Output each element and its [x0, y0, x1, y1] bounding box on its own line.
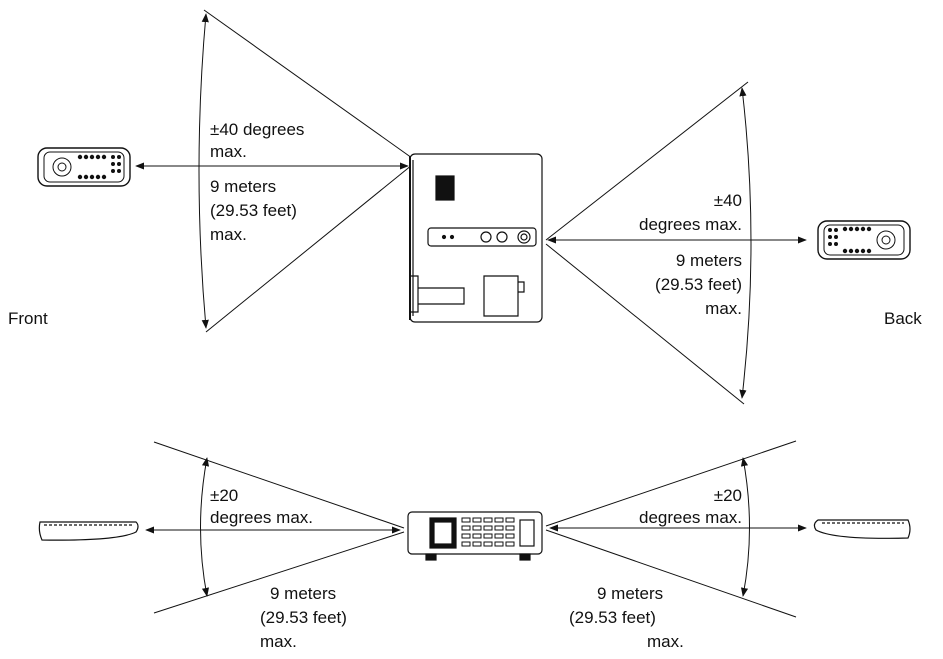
top-front-angle-arc — [198, 13, 209, 329]
top-front-angle-line2: max. — [210, 142, 247, 161]
side-front-angle-line2: degrees max. — [210, 508, 313, 527]
back-label: Back — [884, 309, 922, 328]
side-back-distance-line2: (29.53 feet) — [569, 608, 656, 627]
side-front-distance-line1: 9 meters — [270, 584, 337, 603]
top-front-cone — [203, 9, 413, 333]
top-back-distance-line2: (29.53 feet) — [655, 275, 742, 294]
top-back-angle-line1: ±40 — [713, 191, 742, 210]
side-front-distance-line2: (29.53 feet) — [260, 608, 347, 627]
side-back-distance-line3: max. — [647, 632, 684, 651]
side-front-angle-arc — [200, 457, 210, 597]
top-front-distance-line2: (29.53 feet) — [210, 201, 297, 220]
top-back-distance-line3: max. — [705, 299, 742, 318]
side-front-distance-line3: max. — [260, 632, 297, 651]
projector-top-view — [409, 153, 543, 323]
projector-side-view — [407, 511, 543, 561]
top-front-distance-line3: max. — [210, 225, 247, 244]
side-back-angle-line1: ±20 — [713, 486, 742, 505]
vent-grille — [435, 175, 455, 201]
top-back-distance-line1: 9 meters — [675, 251, 742, 270]
remote-control-front-top — [37, 147, 131, 187]
top-back-angle-line2: degrees max. — [639, 215, 742, 234]
side-back-angle-arc — [740, 457, 750, 597]
remote-control-back-top — [817, 220, 911, 260]
top-front-angle-line1: ±40 degrees — [210, 120, 305, 139]
front-label: Front — [8, 309, 48, 328]
side-back-angle-line2: degrees max. — [639, 508, 742, 527]
side-back-cone — [545, 440, 797, 618]
side-front-angle-line1: ±20 — [210, 486, 239, 505]
top-back-cone — [545, 81, 749, 405]
remote-control-back-side — [813, 519, 911, 539]
remote-control-front-side — [38, 521, 139, 541]
side-back-distance-line1: 9 meters — [597, 584, 664, 603]
side-front-cone — [153, 441, 405, 614]
top-front-distance-line1: 9 meters — [210, 177, 277, 196]
top-back-angle-arc — [739, 87, 752, 399]
